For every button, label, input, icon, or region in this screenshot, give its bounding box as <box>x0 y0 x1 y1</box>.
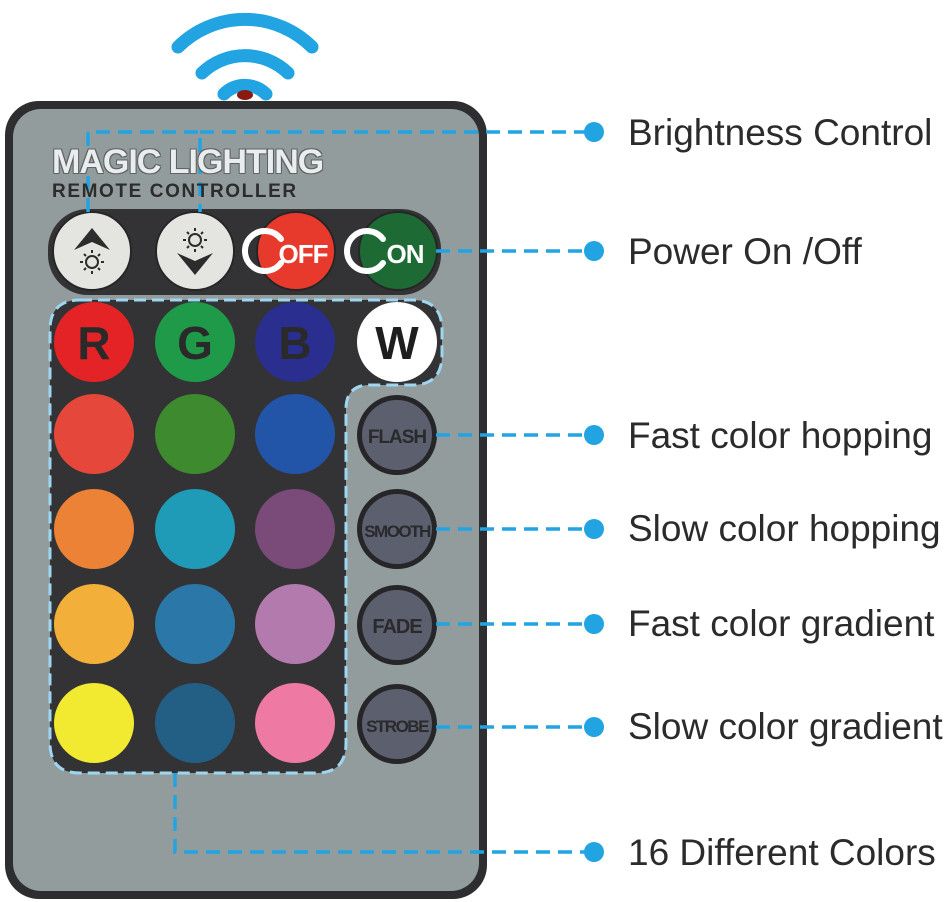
color-button-panel <box>50 300 442 773</box>
callout-power: Power On /Off <box>628 231 862 272</box>
flash-label: FLASH <box>368 427 427 448</box>
color-button-8[interactable] <box>155 584 235 664</box>
smooth-label: SMOOTH <box>364 522 431 541</box>
brand-title: MAGIC LIGHTING <box>52 143 324 181</box>
callout-smooth: Slow color hopping <box>628 508 941 549</box>
blue-label: B <box>278 317 311 369</box>
red-label: R <box>77 317 110 369</box>
red-button[interactable] <box>54 302 134 382</box>
off-button[interactable] <box>242 211 336 291</box>
wireless-signal-icon <box>171 12 319 101</box>
brightness-up-button[interactable] <box>52 211 132 291</box>
brand-subtitle: REMOTE CONTROLLER <box>52 181 298 202</box>
fade-dot <box>584 614 604 634</box>
flash-dot <box>584 425 604 445</box>
on-label: ON <box>387 239 424 269</box>
fade-label: FADE <box>372 616 422 638</box>
ir-emitter <box>237 90 253 100</box>
power-dot <box>584 241 604 261</box>
callout-strobe: Slow color gradient <box>628 706 943 747</box>
strobe-label: STROBE <box>366 717 429 736</box>
blue-button[interactable] <box>255 302 335 382</box>
color-button-4[interactable] <box>54 489 134 569</box>
color-button-11[interactable] <box>155 683 235 763</box>
color-button-10[interactable] <box>54 683 134 763</box>
color-button-7[interactable] <box>54 584 134 664</box>
color-grid <box>54 394 335 763</box>
flash-button[interactable] <box>357 395 437 475</box>
colors-connector <box>173 773 585 854</box>
callout-brightness: Brightness Control <box>628 112 933 153</box>
color-button-9[interactable] <box>255 584 335 664</box>
strobe-button[interactable] <box>357 684 437 764</box>
color-button-6[interactable] <box>255 489 335 569</box>
green-label: G <box>177 317 213 369</box>
white-label: W <box>375 317 419 369</box>
callout-flash: Fast color hopping <box>628 415 933 456</box>
color-button-3[interactable] <box>255 394 335 474</box>
color-button-12[interactable] <box>255 683 335 763</box>
color-button-5[interactable] <box>155 489 235 569</box>
on-button[interactable] <box>344 211 438 291</box>
colors-dot <box>584 842 604 862</box>
fade-button[interactable] <box>357 585 437 665</box>
callout-colors: 16 Different Colors <box>628 832 936 873</box>
color-group-dashed-outline <box>48 298 444 775</box>
off-label: OFF <box>279 239 328 269</box>
callout-fade: Fast color gradient <box>628 603 935 644</box>
smooth-dot <box>584 519 604 539</box>
color-button-2[interactable] <box>155 394 235 474</box>
green-button[interactable] <box>155 302 235 382</box>
brightness-down-button[interactable] <box>155 211 235 291</box>
strobe-dot <box>584 717 604 737</box>
brightness-connector <box>86 130 585 212</box>
color-button-1[interactable] <box>54 394 134 474</box>
brightness-dot <box>584 122 604 142</box>
smooth-button[interactable] <box>357 489 437 569</box>
white-button[interactable] <box>357 302 437 382</box>
